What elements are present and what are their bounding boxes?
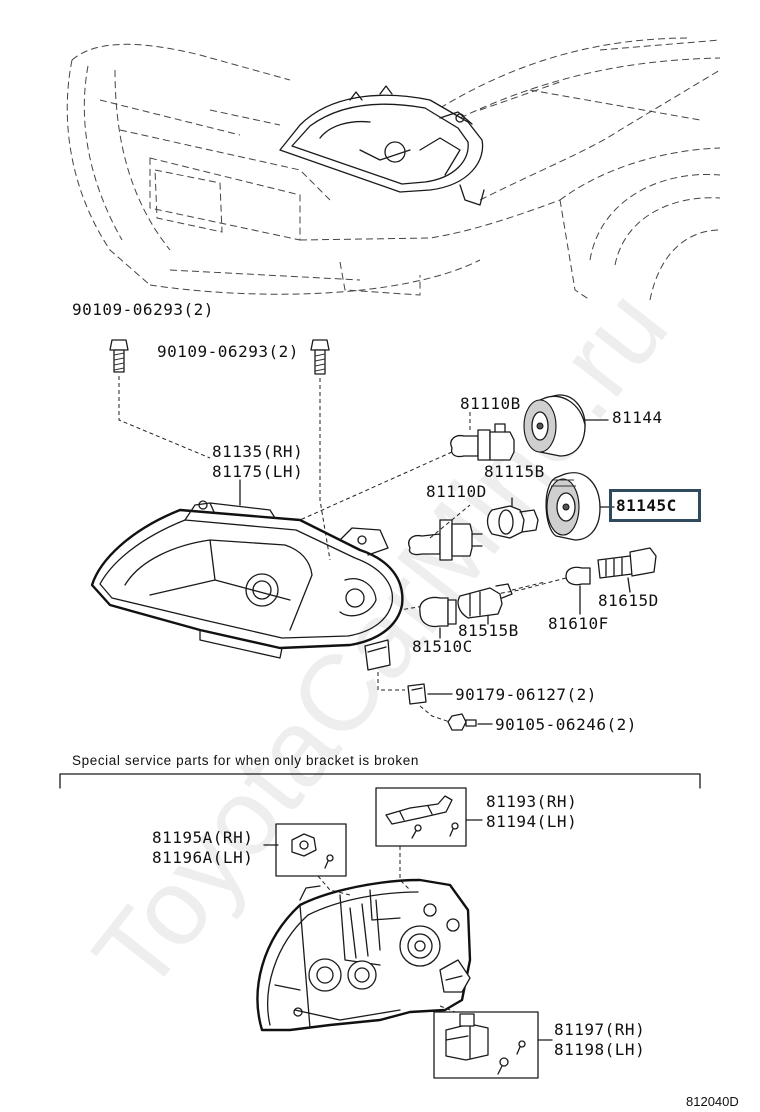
label-bolt-90109-right[interactable]: 90109-06293(2)	[157, 342, 299, 361]
label-bracket-81193[interactable]: 81193(RH)	[486, 792, 578, 811]
label-cover-81144[interactable]: 81144	[612, 408, 663, 427]
bolt-90109-left-drawing	[109, 339, 129, 373]
bulb-81510c-drawing	[419, 596, 457, 628]
service-parts-note: Special service parts for when only brac…	[72, 753, 419, 768]
highlight-frame-81145c	[609, 489, 701, 522]
label-bolt-90105[interactable]: 90105-06246(2)	[495, 715, 637, 734]
socket-81515b-drawing	[457, 583, 513, 619]
cover-81145c-drawing	[545, 472, 601, 541]
label-bulb-81510c[interactable]: 81510C	[412, 637, 473, 656]
label-nut-90179[interactable]: 90179-06127(2)	[455, 685, 597, 704]
cover-81144-drawing	[523, 394, 586, 457]
headlight-unit-drawing	[90, 500, 404, 671]
socket-81115b-drawing	[486, 505, 539, 539]
diagram-code: 812040D	[686, 1094, 739, 1109]
label-cover-81145c[interactable]: 81145C	[616, 496, 677, 515]
rear-housing-drawing	[256, 878, 472, 1032]
label-headlight-lh[interactable]: 81175(LH)	[212, 462, 304, 481]
bulb-81610f-drawing	[565, 566, 591, 586]
label-bracket-81195a[interactable]: 81195A(RH)	[152, 828, 254, 847]
bolt-90109-right-drawing	[310, 339, 330, 375]
car-body-outline	[66, 37, 721, 301]
label-bulb-81110b[interactable]: 81110B	[460, 394, 521, 413]
label-bolt-90109-left[interactable]: 90109-06293(2)	[72, 300, 214, 319]
label-headlight-rh[interactable]: 81135(RH)	[212, 442, 304, 461]
label-bracket-81196a[interactable]: 81196A(LH)	[152, 848, 254, 867]
label-socket-81115b[interactable]: 81115B	[484, 462, 545, 481]
installed-headlight	[279, 85, 485, 206]
label-socket-81615d[interactable]: 81615D	[598, 591, 659, 610]
label-socket-81515b[interactable]: 81515B	[458, 621, 519, 640]
bulb-81110b-drawing	[450, 423, 515, 461]
label-bulb-81110d[interactable]: 81110D	[426, 482, 487, 501]
bolt-90105-drawing	[447, 713, 477, 731]
bracket-81193-box-drawing	[375, 787, 467, 847]
bracket-81195a-box-drawing	[275, 823, 347, 877]
socket-81615d-drawing	[597, 547, 657, 579]
label-bracket-81198[interactable]: 81198(LH)	[554, 1040, 646, 1059]
bulb-81110d-drawing	[408, 519, 483, 561]
label-bracket-81194[interactable]: 81194(LH)	[486, 812, 578, 831]
bracket-81197-box-drawing	[433, 1011, 539, 1079]
label-bulb-81610f[interactable]: 81610F	[548, 614, 609, 633]
label-bracket-81197[interactable]: 81197(RH)	[554, 1020, 646, 1039]
nut-90179-drawing	[407, 683, 427, 705]
